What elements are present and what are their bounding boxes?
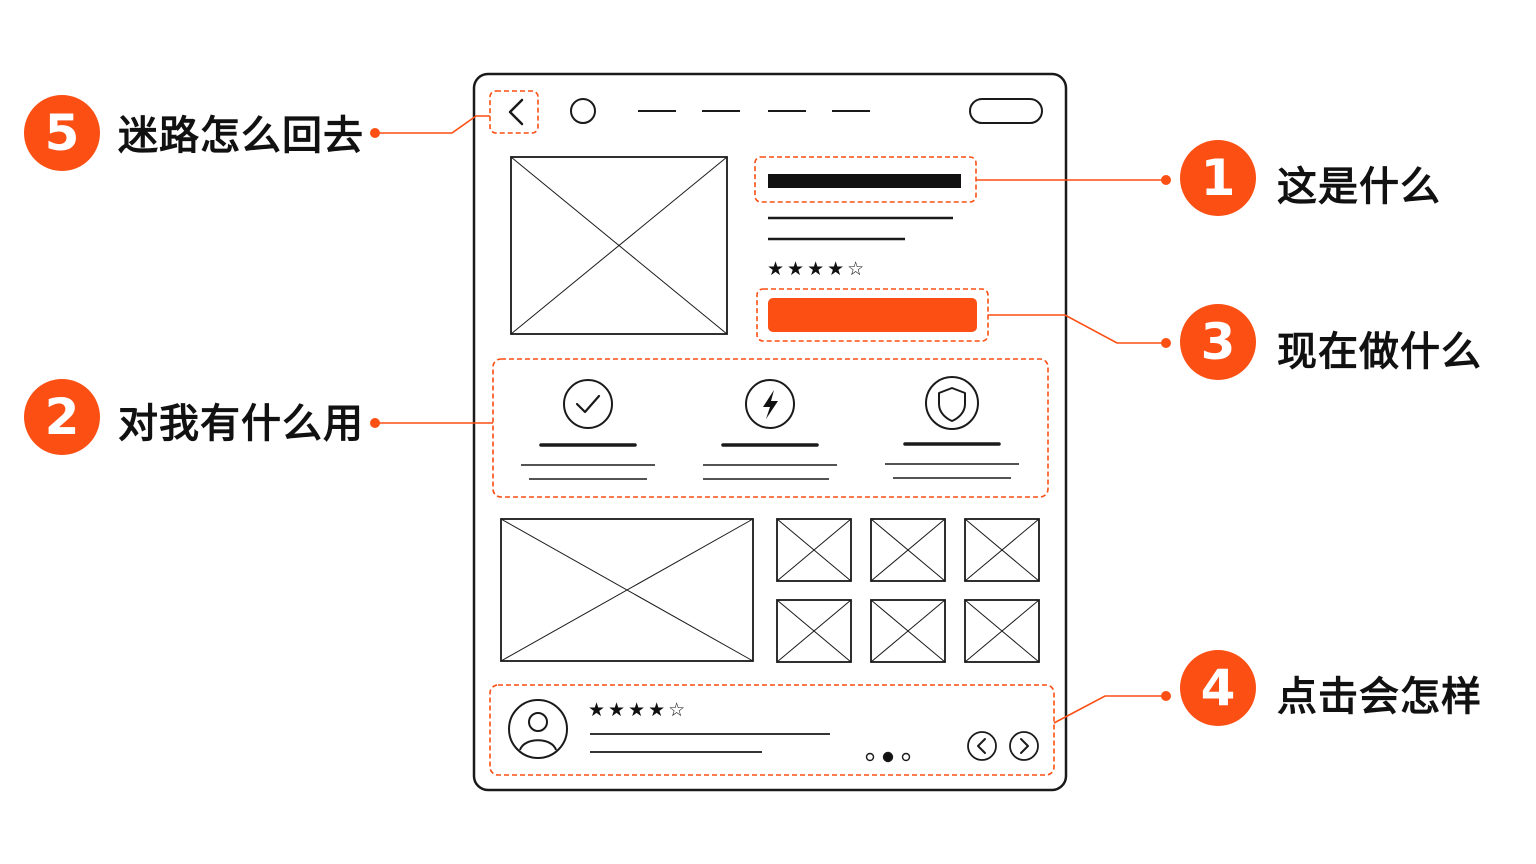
callout-4-badge: 4 [1180, 650, 1256, 726]
gallery-thumbnail-4[interactable] [776, 599, 852, 663]
back-chevron-icon[interactable] [508, 98, 524, 126]
callout-2-label: 对我有什么用 [118, 401, 364, 447]
callout-3-badge: 3 [1180, 304, 1256, 380]
feature-card-1 [521, 379, 655, 480]
back-button-highlight [489, 90, 539, 134]
review-highlight [489, 684, 1055, 776]
reviewer-avatar [508, 699, 568, 759]
gallery-thumbnail-6[interactable] [964, 599, 1040, 663]
product-title-bar [768, 174, 961, 188]
features-highlight [492, 358, 1049, 498]
review-rating-stars: ★★★★☆ [588, 699, 689, 721]
leader-3 [988, 314, 1166, 344]
callout-2-badge: 2 [24, 379, 100, 455]
gallery-thumbnail-2[interactable] [870, 518, 946, 582]
lightning-icon [745, 379, 795, 429]
gallery-main-image[interactable] [500, 518, 754, 662]
top-pill-button[interactable] [969, 98, 1043, 124]
gallery-thumbnails [776, 518, 1040, 663]
gallery-thumbnail-3[interactable] [964, 518, 1040, 582]
shield-icon [925, 376, 979, 430]
hero-image-placeholder [510, 156, 728, 335]
callout-3-label: 现在做什么 [1277, 329, 1482, 375]
leader-lines [370, 115, 1171, 724]
page-frame [472, 72, 1068, 792]
carousel-prev-button[interactable] [967, 731, 997, 761]
feature-card-2 [703, 379, 837, 480]
callout-1-label: 这是什么 [1277, 164, 1441, 210]
carousel-dot-2[interactable] [882, 751, 894, 763]
gallery-thumbnail-1[interactable] [776, 518, 852, 582]
feature-card-3 [885, 376, 1019, 479]
carousel-dot-3[interactable] [901, 752, 911, 762]
callout-5-label: 迷路怎么回去 [118, 113, 364, 159]
product-rating-stars: ★★★★☆ [767, 258, 868, 280]
callout-5-badge: 5 [24, 95, 100, 171]
callout-1-badge: 1 [1180, 140, 1256, 216]
callout-4-label: 点击会怎样 [1277, 674, 1482, 720]
carousel-dots[interactable] [865, 751, 911, 763]
leader-4 [1053, 695, 1166, 724]
check-icon [563, 379, 613, 429]
top-bar [489, 90, 1043, 134]
carousel-dot-1[interactable] [865, 752, 875, 762]
carousel-next-button[interactable] [1009, 731, 1039, 761]
logo-circle-icon [570, 98, 596, 124]
gallery-thumbnail-5[interactable] [870, 599, 946, 663]
leader-5 [375, 115, 490, 134]
primary-cta-button[interactable] [768, 298, 977, 332]
